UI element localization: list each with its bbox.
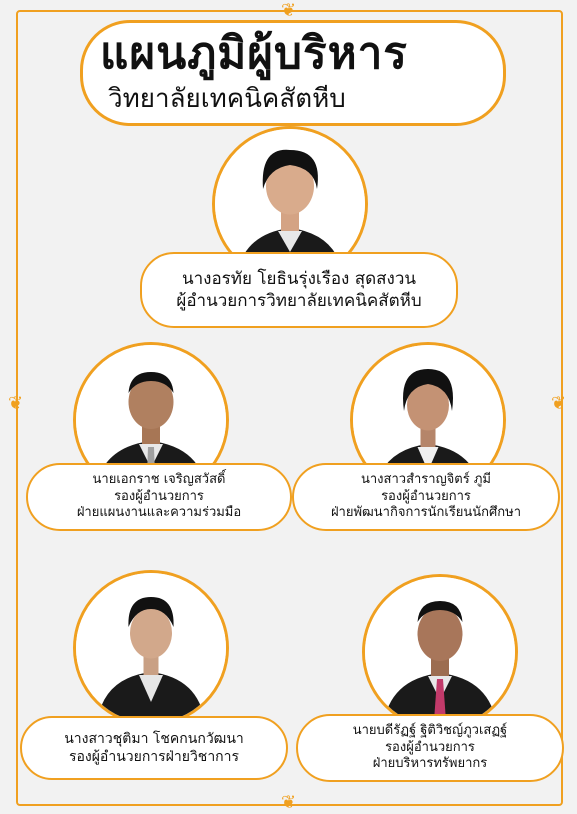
deputy-position: รองผู้อำนวยการ <box>385 739 475 755</box>
deputy-label: นายเอกราช เจริญสวัสดิ์ รองผู้อำนวยการ ฝ่… <box>26 463 292 531</box>
title-banner <box>80 20 506 126</box>
ornament-icon: ❦ <box>281 0 297 21</box>
deputy-name: นางสาวสำราญจิตร์ ภูมี <box>361 471 491 487</box>
deputy-department: ฝ่ายบริหารทรัพยากร <box>372 756 488 772</box>
director-name: นางอรทัย โยธินรุ่งเรือง สุดสงวน <box>181 268 416 289</box>
director-label: นางอรทัย โยธินรุ่งเรือง สุดสงวน ผู้อำนวย… <box>140 252 458 328</box>
deputy-label: นางสาวชุติมา โชคกนกวัฒนา รองผู้อำนวยการฝ… <box>20 716 288 780</box>
deputy-name: นายเอกราช เจริญสวัสดิ์ <box>92 471 226 487</box>
deputy-name: นางสาวชุติมา โชคกนกวัฒนา <box>64 730 244 747</box>
deputy-department: ฝ่ายแผนงานและความร่วมมือ <box>76 505 242 521</box>
deputy-name: นายบดีรัฏฐ์ ฐิติวิชญ์ภูวเสฏฐ์ <box>352 722 508 738</box>
deputy-position: รองผู้อำนวยการฝ่ายวิชาการ <box>68 749 240 765</box>
deputy-label: นางสาวสำราญจิตร์ ภูมี รองผู้อำนวยการ ฝ่า… <box>292 463 560 531</box>
deputy-position: รองผู้อำนวยการ <box>114 488 204 504</box>
decorative-frame <box>16 10 563 806</box>
ornament-icon: ❦ <box>281 792 297 813</box>
ornament-icon: ❦ <box>551 393 567 414</box>
deputy-photo <box>73 570 229 726</box>
page-subtitle: วิทยาลัยเทคนิคสัตหีบ <box>108 84 346 114</box>
director-position: ผู้อำนวยการวิทยาลัยเทคนิคสัตหีบ <box>176 291 422 311</box>
deputy-department: ฝ่ายพัฒนากิจการนักเรียนนักศึกษา <box>330 505 522 521</box>
deputy-position: รองผู้อำนวยการ <box>381 488 471 504</box>
page-title: แผนภูมิผู้บริหาร <box>100 28 408 79</box>
ornament-icon: ❦ <box>8 393 24 414</box>
deputy-photo <box>362 574 518 730</box>
deputy-label: นายบดีรัฏฐ์ ฐิติวิชญ์ภูวเสฏฐ์ รองผู้อำนว… <box>296 714 564 782</box>
